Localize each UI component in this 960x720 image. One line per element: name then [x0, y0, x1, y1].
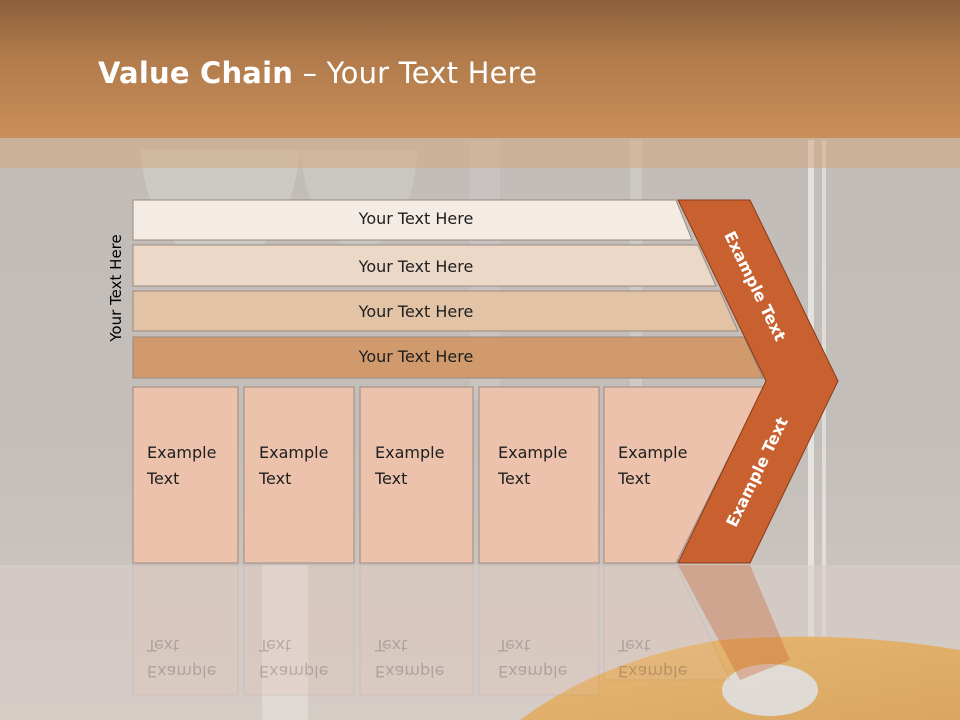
slide-title: Value Chain – Your Text Here [98, 56, 538, 90]
row-bar-2 [132, 244, 717, 287]
side-label: Your Text Here [107, 234, 125, 342]
row-label-4: Your Text Here [358, 347, 474, 366]
title-bar [0, 0, 960, 138]
title-band [0, 138, 960, 168]
row-bar-1 [132, 199, 693, 241]
row-label-3: Your Text Here [358, 302, 474, 321]
activity-box-3 [359, 386, 474, 564]
activity-box-4 [478, 386, 600, 564]
activity-box-5 [603, 386, 765, 564]
activity-box-1 [132, 386, 239, 564]
row-bar-3 [132, 290, 739, 332]
row-label-1: Your Text Here [358, 209, 474, 228]
chevron-arrow [677, 199, 839, 564]
activity-box-2 [243, 386, 355, 564]
row-bar-4 [132, 336, 764, 379]
row-label-2: Your Text Here [358, 257, 474, 276]
